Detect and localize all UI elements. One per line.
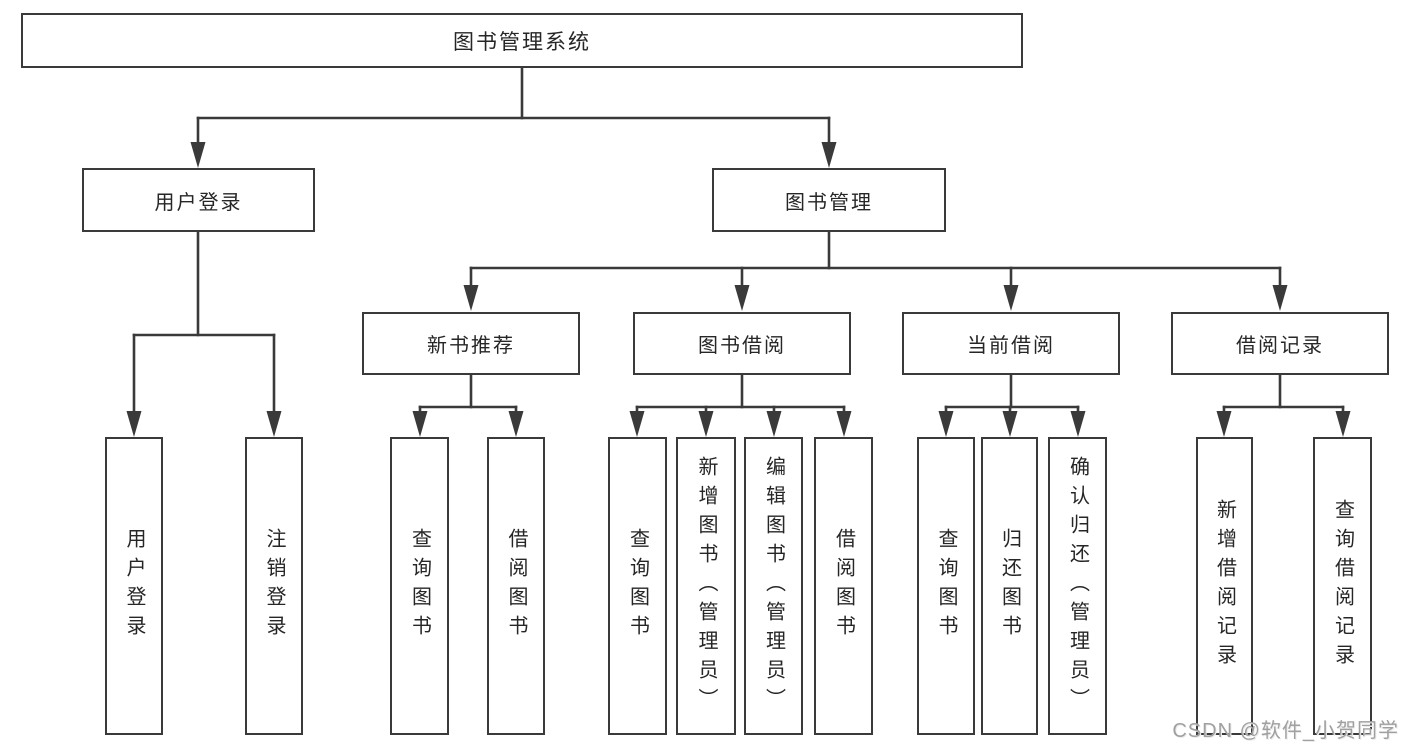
- node-borrow-records: 借阅记录: [1171, 312, 1389, 375]
- node-new-book-recommend: 新书推荐: [362, 312, 580, 375]
- connector-new-book-recommend-children: [412, 373, 524, 437]
- watermark: CSDN @软件_小贺同学: [1172, 720, 1399, 742]
- node-label: 图书管理系统: [453, 30, 591, 54]
- node-current-borrow: 当前借阅: [902, 312, 1120, 375]
- leaf-return-books: 归还图书: [981, 437, 1038, 735]
- node-label: 用户登录: [154, 191, 243, 214]
- node-label: 确认归还（管理员）: [1066, 455, 1089, 717]
- node-label: 当前借阅: [967, 335, 1055, 357]
- leaf-add-book-admin: 新增图书（管理员）: [676, 437, 736, 735]
- leaf-borrow-books-recommend: 借阅图书: [487, 437, 545, 735]
- leaf-query-books-recommend: 查询图书: [390, 437, 449, 735]
- node-book-management: 图书管理: [712, 168, 946, 232]
- connector-borrow-records-children: [1216, 373, 1351, 437]
- leaf-add-borrow-record: 新增借阅记录: [1196, 437, 1253, 735]
- leaf-query-books-borrow: 查询图书: [608, 437, 667, 735]
- connector-book-borrow-children: [629, 373, 852, 437]
- node-label: 查询图书: [935, 528, 957, 644]
- connector-current-borrow-children: [938, 373, 1086, 437]
- node-label: 新增借阅记录: [1213, 499, 1236, 673]
- node-label: 用户登录: [123, 528, 145, 644]
- node-label: 借阅记录: [1236, 335, 1324, 357]
- node-label: 新书推荐: [427, 335, 515, 357]
- connector-user-login-children: [126, 230, 282, 437]
- node-label: 注销登录: [263, 528, 285, 644]
- connector-root-to-level1: [190, 66, 837, 168]
- node-label: 图书借阅: [698, 335, 786, 357]
- leaf-confirm-return-admin: 确认归还（管理员）: [1048, 437, 1107, 735]
- leaf-query-books-current: 查询图书: [917, 437, 975, 735]
- leaf-logout: 注销登录: [245, 437, 303, 735]
- leaf-user-login: 用户登录: [105, 437, 163, 735]
- leaf-query-borrow-record: 查询借阅记录: [1313, 437, 1372, 735]
- node-label: 归还图书: [998, 528, 1021, 644]
- node-label: 查询借阅记录: [1331, 499, 1354, 673]
- node-label: 查询图书: [626, 528, 649, 644]
- connector-book-management-to-level2: [463, 230, 1288, 311]
- leaf-borrow-books-2: 借阅图书: [814, 437, 873, 735]
- node-book-borrow: 图书借阅: [633, 312, 851, 375]
- node-label: 借阅图书: [505, 528, 527, 644]
- node-label: 编辑图书（管理员）: [762, 455, 785, 717]
- node-label: 借阅图书: [832, 528, 855, 644]
- node-root: 图书管理系统: [21, 13, 1023, 68]
- node-label: 新增图书（管理员）: [695, 455, 717, 717]
- node-label: 查询图书: [408, 528, 431, 644]
- leaf-edit-book-admin: 编辑图书（管理员）: [744, 437, 803, 735]
- node-label: 图书管理: [785, 191, 873, 214]
- node-user-login: 用户登录: [82, 168, 315, 232]
